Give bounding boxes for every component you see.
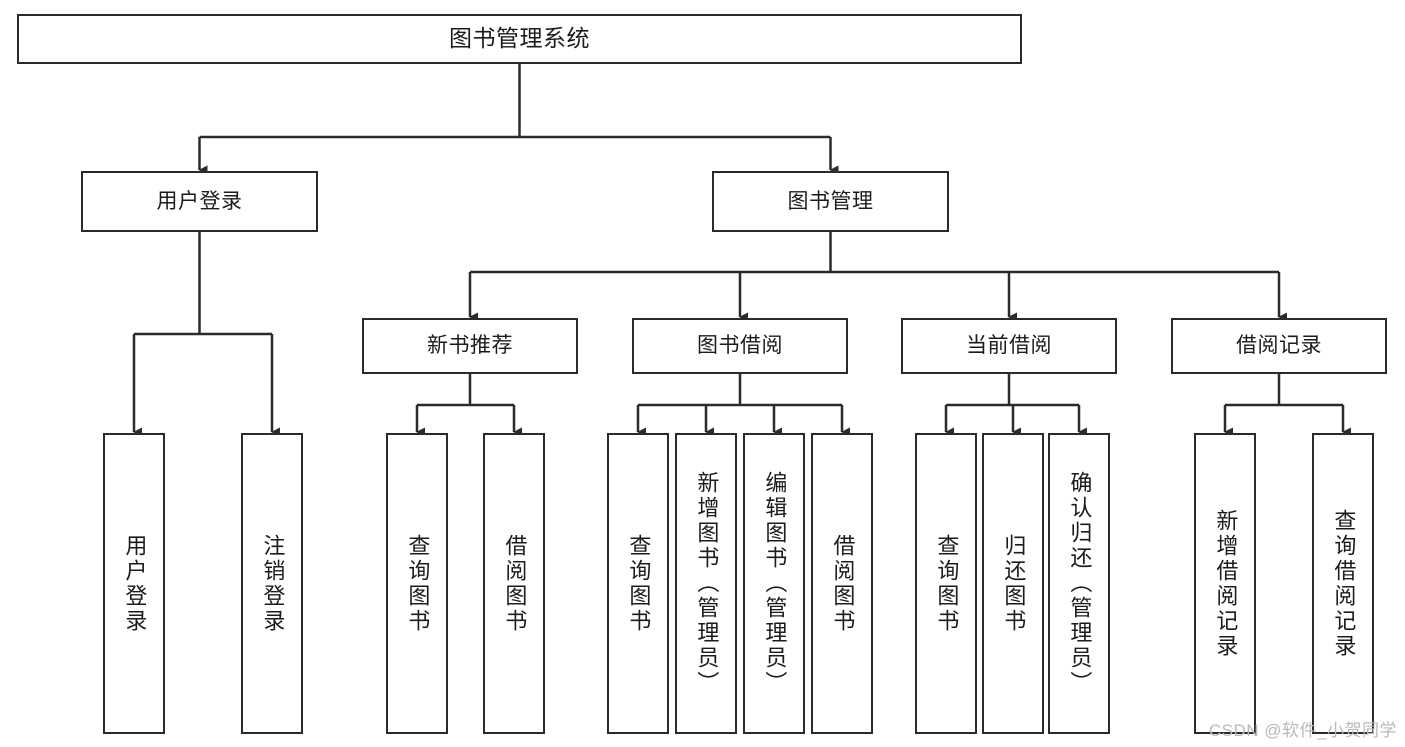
node-box-current[interactable]: 当前借阅 [901,318,1117,374]
node-label-b1: 查询图书 [626,533,652,634]
node-label-c1: 查询图书 [934,533,960,634]
node-box-c3[interactable]: 确认归还（管理员） [1048,433,1110,734]
node-box-n1[interactable]: 查询图书 [386,433,448,734]
node-box-b2[interactable]: 新增图书（管理员） [675,433,737,734]
node-label-root: 图书管理系统 [449,25,590,52]
node-label-b2: 新增图书（管理员） [694,471,720,696]
node-box-c2[interactable]: 归还图书 [982,433,1044,734]
node-label-record: 借阅记录 [1236,334,1322,358]
node-box-root[interactable]: 图书管理系统 [17,14,1022,64]
node-label-n1: 查询图书 [405,533,431,634]
node-box-bookmgmt[interactable]: 图书管理 [712,171,949,232]
node-box-r1[interactable]: 新增借阅记录 [1194,433,1256,734]
node-label-b4: 借阅图书 [830,533,856,634]
node-box-b3[interactable]: 编辑图书（管理员） [743,433,805,734]
node-box-r2[interactable]: 查询借阅记录 [1312,433,1374,734]
node-label-current: 当前借阅 [966,334,1052,358]
node-label-c2: 归还图书 [1001,533,1027,634]
node-box-b1[interactable]: 查询图书 [607,433,669,734]
node-label-n2: 借阅图书 [502,533,528,634]
node-box-borrow[interactable]: 图书借阅 [632,318,848,374]
node-box-record[interactable]: 借阅记录 [1171,318,1387,374]
node-label-b3: 编辑图书（管理员） [762,471,788,696]
node-box-login[interactable]: 用户登录 [81,171,318,232]
node-label-r2: 查询借阅记录 [1331,508,1357,659]
node-box-b4[interactable]: 借阅图书 [811,433,873,734]
node-label-bookmgmt: 图书管理 [787,189,874,213]
node-box-l2[interactable]: 注销登录 [241,433,303,734]
node-label-newbook: 新书推荐 [427,334,513,358]
node-label-borrow: 图书借阅 [697,334,783,358]
node-label-login: 用户登录 [156,189,243,213]
node-box-l1[interactable]: 用户登录 [103,433,165,734]
node-label-r1: 新增借阅记录 [1213,508,1239,659]
node-box-n2[interactable]: 借阅图书 [483,433,545,734]
node-box-c1[interactable]: 查询图书 [915,433,977,734]
node-box-newbook[interactable]: 新书推荐 [362,318,578,374]
node-label-l1: 用户登录 [122,533,148,634]
node-label-c3: 确认归还（管理员） [1067,471,1093,696]
node-label-l2: 注销登录 [260,533,286,634]
connector-lines [132,64,1351,437]
